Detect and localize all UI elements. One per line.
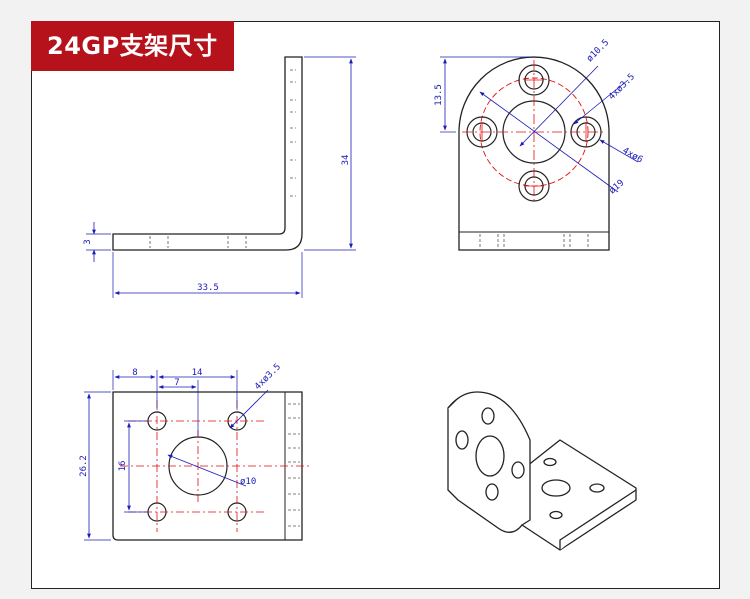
front-height-dim: 13.5 — [434, 84, 444, 106]
side-length-dim: 33.5 — [197, 283, 219, 293]
top-view: 8 14 7 4xø3.5 26.2 16 ø10 — [79, 362, 312, 541]
side-thickness-dim: 3 — [83, 239, 93, 244]
top-spacing-x-dim: 14 — [192, 368, 203, 378]
top-offset-x-dim: 8 — [132, 368, 137, 378]
top-spacing-y-dim: 16 — [118, 461, 128, 472]
top-offset-x2-dim: 7 — [174, 378, 179, 388]
bracket-isometric-icon — [447, 391, 637, 551]
front-small-hole-dim: 4xø3.5 — [607, 72, 637, 102]
top-holes-dim: 4xø3.5 — [253, 362, 283, 392]
side-view: 34 3 33.5 — [83, 56, 356, 298]
top-height-dim: 26.2 — [79, 455, 89, 477]
top-center-hole-dim: ø10 — [240, 477, 256, 487]
front-outer-hole-dim: 4xø6 — [621, 146, 645, 166]
top-view-outline — [112, 391, 303, 541]
front-view: 13.5 ø10.5 4xø3.5 4xø6 ø19 — [434, 38, 645, 251]
side-view-outline — [112, 56, 303, 251]
front-center-hole-dim: ø10.5 — [585, 38, 611, 64]
front-view-outline — [458, 56, 610, 251]
front-bolt-circle-dim: ø19 — [608, 178, 627, 196]
side-height-dim: 34 — [341, 155, 351, 166]
page-title: 24GP支架尺寸 — [31, 21, 234, 71]
